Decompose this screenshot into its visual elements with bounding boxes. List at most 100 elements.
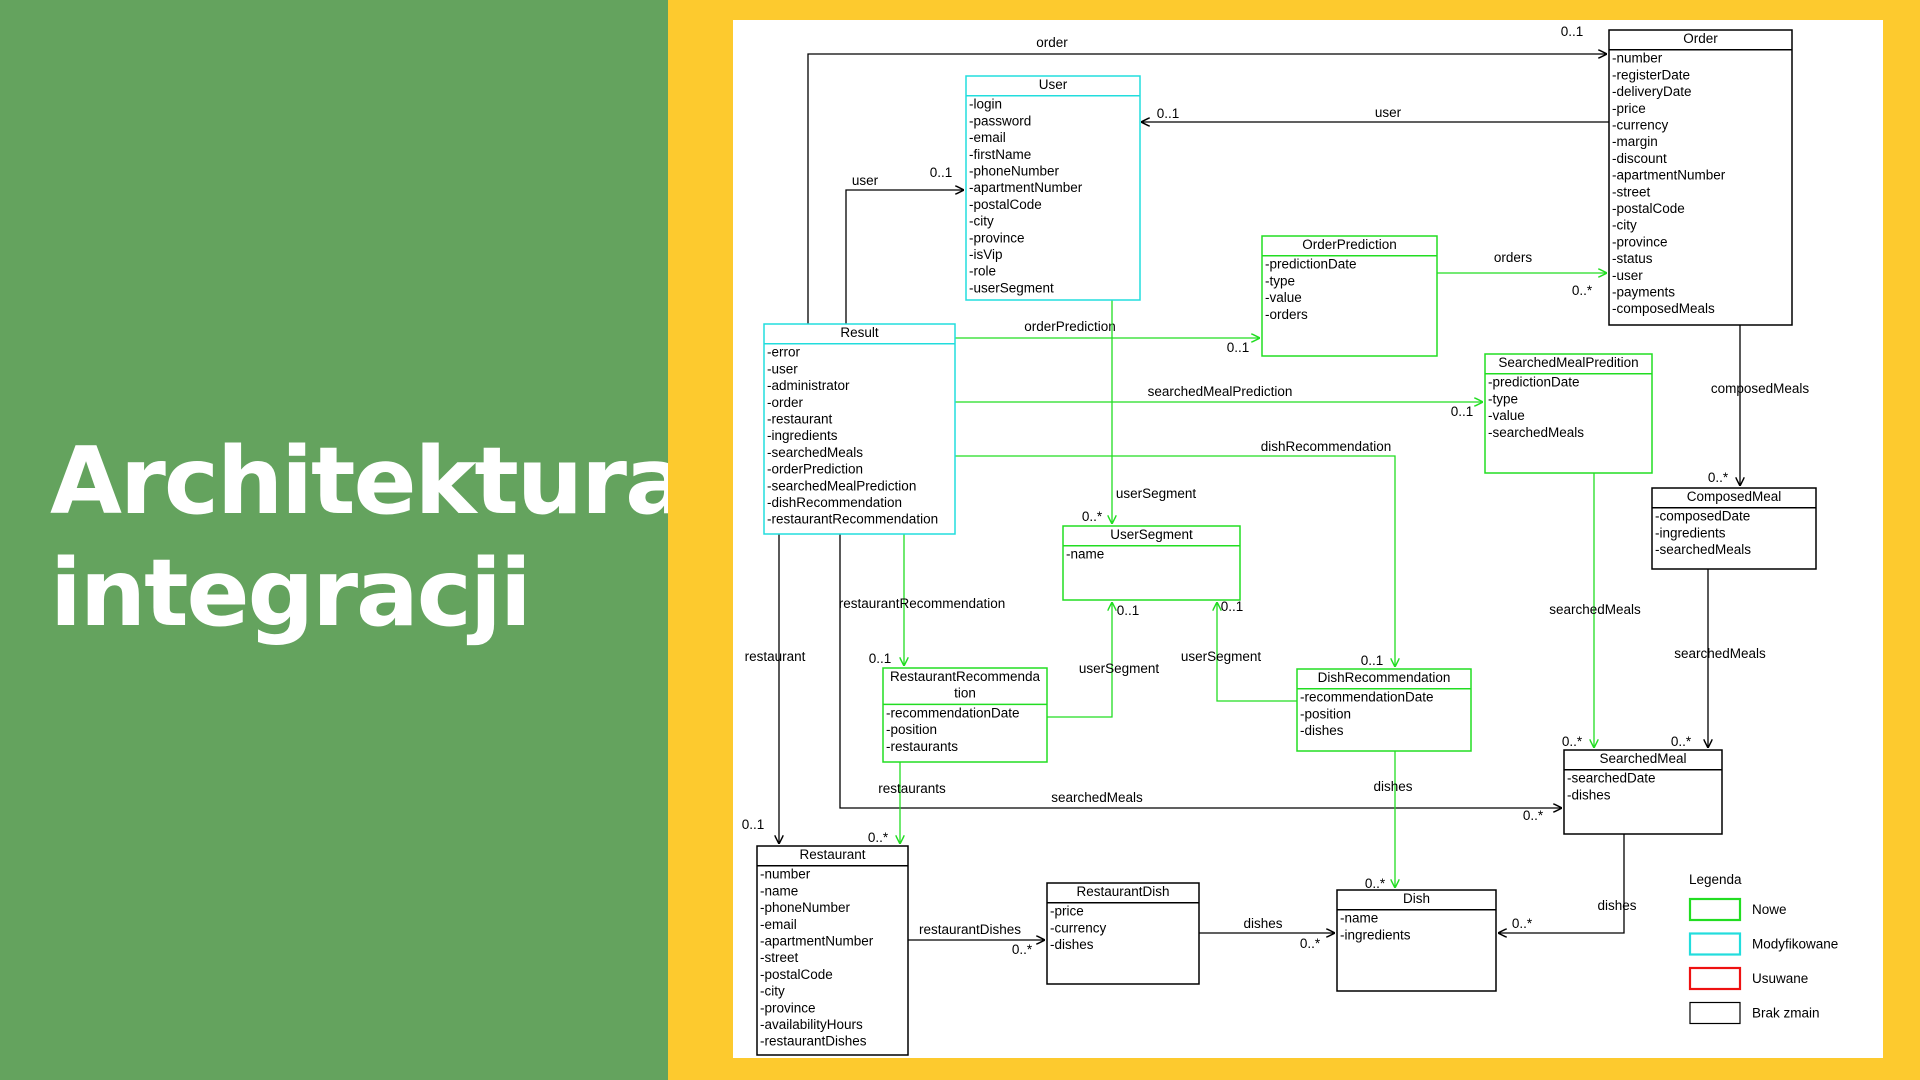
class-attribute: -searchedMeals [1488, 425, 1584, 440]
class-attribute: -city [1612, 218, 1637, 233]
class-attribute: -dishRecommendation [767, 495, 902, 510]
class-attribute: -userSegment [969, 280, 1054, 295]
legend-label: Modyfikowane [1752, 937, 1838, 952]
class-attribute: -orders [1265, 307, 1308, 322]
classes: User-login-password-email-firstName-phon… [756, 29, 1817, 1056]
legend-swatch [1688, 932, 1742, 956]
class-attribute: -postalCode [760, 967, 833, 982]
class-box [1336, 889, 1497, 992]
class-attribute: -dishes [1567, 787, 1611, 802]
association-line [807, 54, 1607, 324]
class-attribute: -searchedDate [1567, 771, 1656, 786]
legend-item-unchanged: Brak zmain [1689, 1001, 1820, 1025]
legend-item-modified: Modyfikowane [1688, 932, 1838, 956]
class-attribute: -predictionDate [1488, 375, 1580, 390]
association-line [1498, 834, 1625, 933]
multiplicity-label: 0..1 [1227, 340, 1250, 355]
association-label: dishes [1243, 916, 1282, 931]
class-name: SearchedMeal [1599, 751, 1686, 766]
class-restaurant: Restaurant-number-name-phoneNumber-email… [756, 845, 909, 1056]
class-attribute: -phoneNumber [760, 900, 851, 915]
class-attribute: -recommendationDate [886, 705, 1020, 720]
class-box [1651, 487, 1817, 570]
multiplicity-label: 0..* [1572, 283, 1593, 298]
class-attribute: -province [1612, 234, 1668, 249]
class-attribute: -street [760, 950, 799, 965]
class-box [882, 667, 1048, 763]
multiplicity-label: 0..1 [1221, 599, 1244, 614]
slide-title: Architektura integracji [50, 425, 688, 649]
class-attribute: -name [1066, 547, 1104, 562]
association-line [1047, 602, 1112, 718]
class-attribute: -error [767, 345, 801, 360]
legend-swatch [1688, 897, 1742, 922]
class-box [756, 845, 909, 1056]
class-result: Result-error-user-administrator-order-re… [763, 323, 956, 535]
class-attribute: -province [969, 230, 1025, 245]
association-label: restaurantRecommendation [839, 596, 1006, 611]
associations: order0..1user0..1user0..1orders0..*order… [742, 24, 1810, 957]
legend-swatch [1688, 966, 1742, 991]
class-name: ComposedMeal [1687, 489, 1782, 504]
association-label: order [1036, 35, 1068, 50]
class-attribute: -payments [1612, 285, 1675, 300]
class-attribute: -number [1612, 51, 1663, 66]
class-attribute: -ingredients [767, 428, 838, 443]
class-attribute: -name [1340, 911, 1378, 926]
class-attribute: -recommendationDate [1300, 690, 1434, 705]
multiplicity-label: 0..* [1562, 734, 1583, 749]
class-attribute: -position [886, 722, 937, 737]
class-attribute: -restaurants [886, 739, 958, 754]
association-label: restaurant [745, 649, 806, 664]
class-attribute: -predictionDate [1265, 257, 1357, 272]
class-name: UserSegment [1110, 527, 1193, 542]
class-attribute: -postalCode [969, 197, 1042, 212]
class-name: OrderPrediction [1302, 237, 1397, 252]
multiplicity-label: 0..1 [930, 165, 953, 180]
class-name: RestaurantRecommenda [890, 669, 1041, 684]
class-name: SearchedMealPredition [1498, 355, 1638, 370]
legend-title: Legenda [1689, 872, 1742, 887]
class-attribute: -order [767, 395, 804, 410]
title-panel: Architektura integracji [0, 0, 688, 1080]
class-attribute: -price [1612, 101, 1646, 116]
class-attribute: -status [1612, 251, 1653, 266]
class-attribute: -type [1488, 391, 1518, 406]
class-box [763, 323, 956, 535]
multiplicity-label: 0..1 [1361, 653, 1384, 668]
association-label: composedMeals [1711, 381, 1810, 396]
class-attribute: -composedDate [1655, 509, 1750, 524]
class-attribute: -city [969, 214, 994, 229]
class-attribute: -user [767, 361, 798, 376]
class-attribute: -email [760, 917, 797, 932]
association-label: searchedMeals [1674, 646, 1766, 661]
association-label: user [1375, 105, 1402, 120]
class-attribute: -login [969, 97, 1002, 112]
class-attribute: -name [760, 883, 798, 898]
legend-swatch [1689, 1001, 1741, 1025]
class-name: User [1039, 77, 1068, 92]
class-attribute: -availabilityHours [760, 1017, 863, 1032]
class-attribute: -city [760, 984, 785, 999]
class-attribute: -searchedMeals [1655, 542, 1751, 557]
class-attribute: -phoneNumber [969, 164, 1060, 179]
association-line [845, 190, 964, 324]
class-attribute: -ingredients [1340, 927, 1411, 942]
class-attribute: -currency [1050, 920, 1107, 935]
multiplicity-label: 0..1 [1117, 603, 1140, 618]
association-label: dishes [1597, 898, 1636, 913]
legend-item-new: Nowe [1688, 897, 1787, 922]
class-box [965, 75, 1141, 301]
class-attribute: -user [1612, 268, 1643, 283]
class-name: DishRecommendation [1318, 670, 1451, 685]
class-box [1296, 668, 1472, 752]
